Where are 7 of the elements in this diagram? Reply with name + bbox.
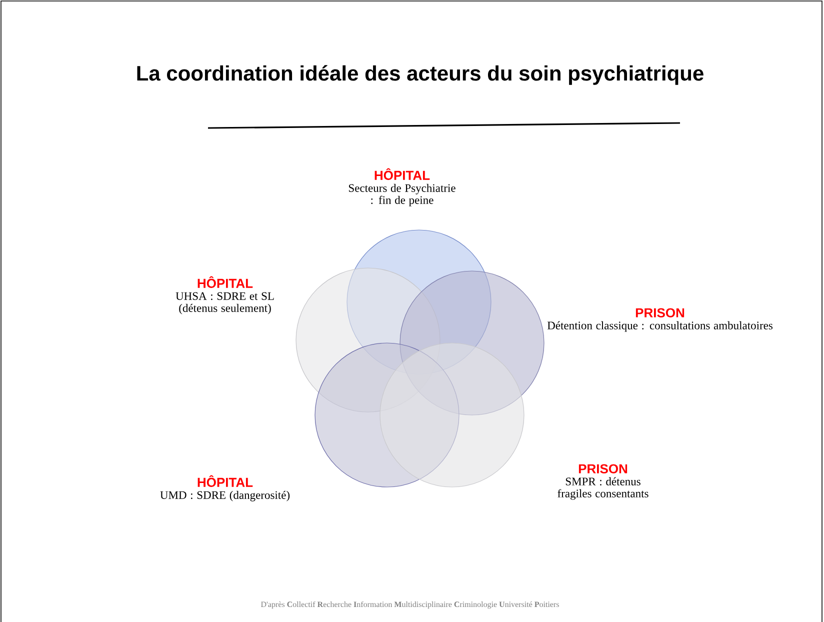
circle-caption: PRISON Détention classique : consultations ambulatoires <box>547 308 773 332</box>
source-note: D'après Collectif Recherche Information Multidisciplinaire Criminologie Université Poitiers <box>260 601 559 609</box>
circle-caption: HÔPITAL UHSA : SDRE et SL (détenus seulement) <box>176 276 274 314</box>
circle-caption: HÔPITAL UMD : SDRE (dangerosité) <box>160 475 290 502</box>
circle-caption: PRISON SMPR : détenus fragiles consentants <box>558 464 648 500</box>
title: La coordination idéale des acteurs du soin psychiatrique <box>137 65 704 85</box>
circle-caption: HÔPITAL Secteurs de Psychiatrie : fin de peine <box>348 168 456 206</box>
